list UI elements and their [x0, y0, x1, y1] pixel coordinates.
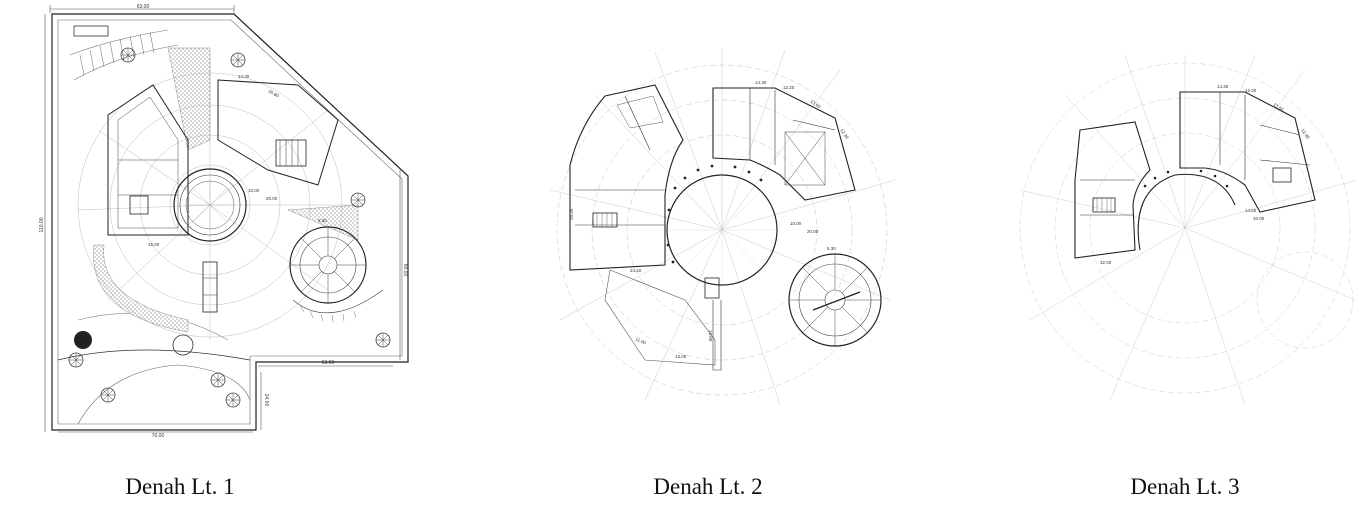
atrium [173, 168, 247, 242]
floor-plan-level-2-drawing: 14.30 12.20 13.60 12.30 10.00 20.00 24.1… [549, 48, 896, 406]
caption-level-3: Denah Lt. 3 [1130, 474, 1240, 499]
dim-seg-1: 14.30 [238, 74, 250, 79]
caption-level-1: Denah Lt. 1 [125, 474, 235, 499]
dim-seg-6: 5.30 [318, 218, 327, 223]
l2-dim-9: 13.00 [675, 354, 687, 359]
dim-bottom: 70.00 [152, 433, 165, 439]
site-boundary [51, 13, 409, 431]
l3-dim-2: 12.20 [1245, 88, 1257, 93]
l2-dim-1: 14.30 [755, 80, 767, 85]
l2-dim-10: 16.00 [708, 330, 713, 342]
l2-dim-12: 29.30 [569, 208, 574, 220]
floor-plan-level-3-drawing: 14.30 12.20 13.60 12.30 14.50 20.00 32.0… [1019, 54, 1358, 406]
l3-dim-4: 12.30 [1300, 128, 1311, 140]
floor-plan-level-3: 14.30 12.20 13.60 12.30 14.50 20.00 32.0… [1005, 0, 1360, 440]
l3-dim-1: 14.30 [1217, 84, 1229, 89]
floor-plan-level-1: 63.00 110.00 60.00 53.00 24.00 70.00 [38, 0, 418, 440]
floor-plan-level-1-drawing: 63.00 110.00 60.00 53.00 24.00 70.00 [39, 4, 409, 439]
caption-level-2: Denah Lt. 2 [653, 474, 763, 499]
dim-seg-3: 10.00 [248, 188, 260, 193]
l2-dim-3: 13.60 [809, 99, 821, 110]
dim-bottom-right: 53.00 [322, 360, 335, 366]
central-void-edge [1137, 173, 1236, 251]
dim-corner: 24.00 [263, 394, 269, 407]
l2-dim-4: 12.30 [839, 128, 850, 140]
dim-seg-2: 25.80 [268, 89, 281, 99]
l2-dim-8: 11.00 [635, 336, 647, 345]
l2-dim-5: 10.00 [790, 221, 802, 226]
l2-dim-7: 24.10 [630, 268, 642, 273]
l2-dim-11: 5.30 [827, 246, 836, 251]
dim-left: 110.00 [39, 217, 45, 232]
l2-dim-6: 20.00 [807, 229, 819, 234]
l3-dim-6: 20.00 [1253, 216, 1265, 221]
l3-dim-5: 14.50 [1245, 208, 1257, 213]
dim-seg-4: 20.00 [266, 196, 278, 201]
dim-right: 60.00 [402, 264, 408, 277]
l3-dim-7: 32.00 [1100, 260, 1112, 265]
floor-plan-level-2: 14.30 12.20 13.60 12.30 10.00 20.00 24.1… [535, 0, 915, 440]
dim-top: 63.00 [137, 4, 150, 10]
dim-seg-5: 15.00 [148, 242, 160, 247]
l2-dim-2: 12.20 [783, 85, 795, 90]
l3-dim-3: 13.60 [1272, 102, 1284, 113]
